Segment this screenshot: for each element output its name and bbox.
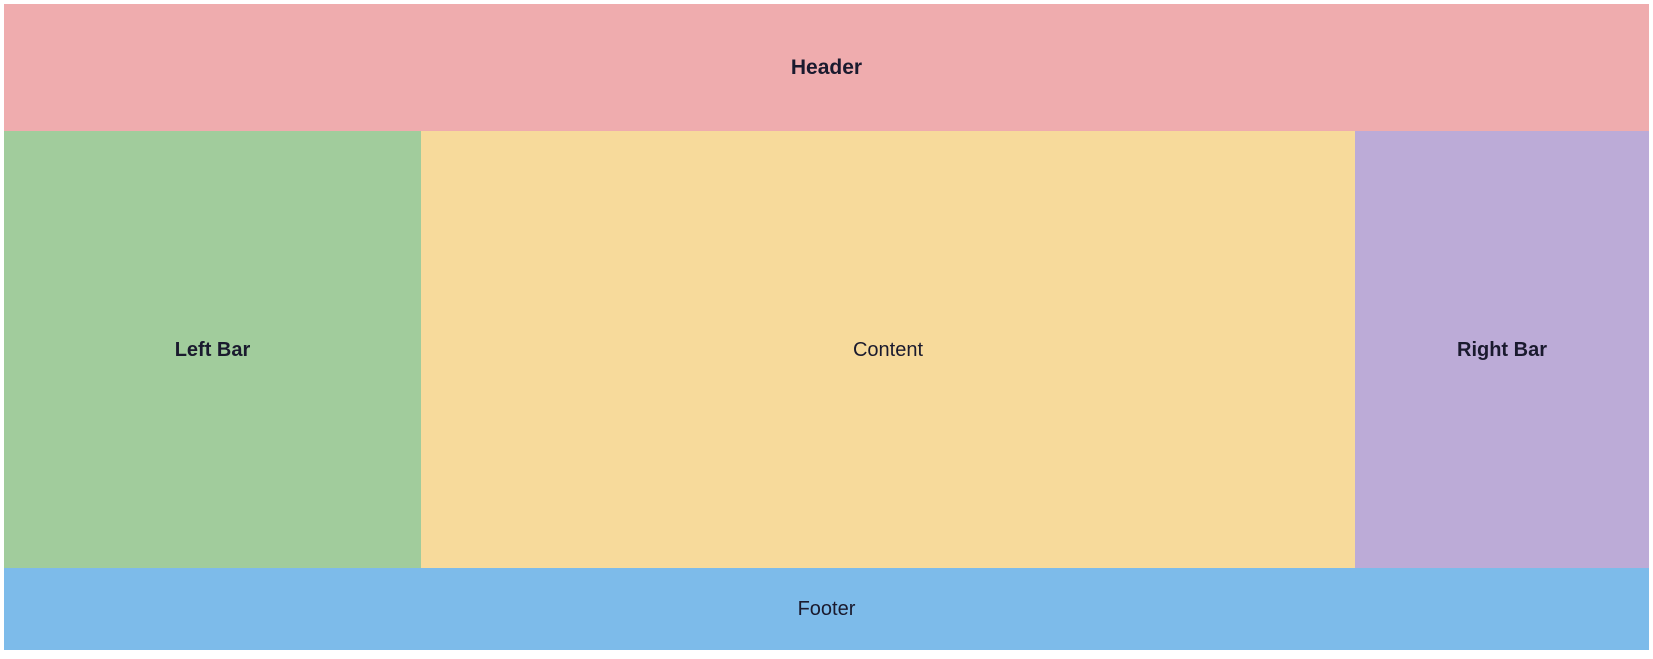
content-label: Content — [852, 338, 924, 361]
header-label: Header — [790, 56, 863, 79]
left-bar-region: Left Bar — [4, 131, 421, 568]
right-bar-region: Right Bar — [1355, 131, 1649, 568]
right-bar-label: Right Bar — [1457, 338, 1547, 361]
footer-region: Footer — [4, 568, 1649, 650]
footer-label: Footer — [797, 598, 856, 620]
header-region: Header — [4, 4, 1649, 131]
content-region: Content — [421, 131, 1355, 568]
left-bar-label: Left Bar — [174, 338, 251, 361]
